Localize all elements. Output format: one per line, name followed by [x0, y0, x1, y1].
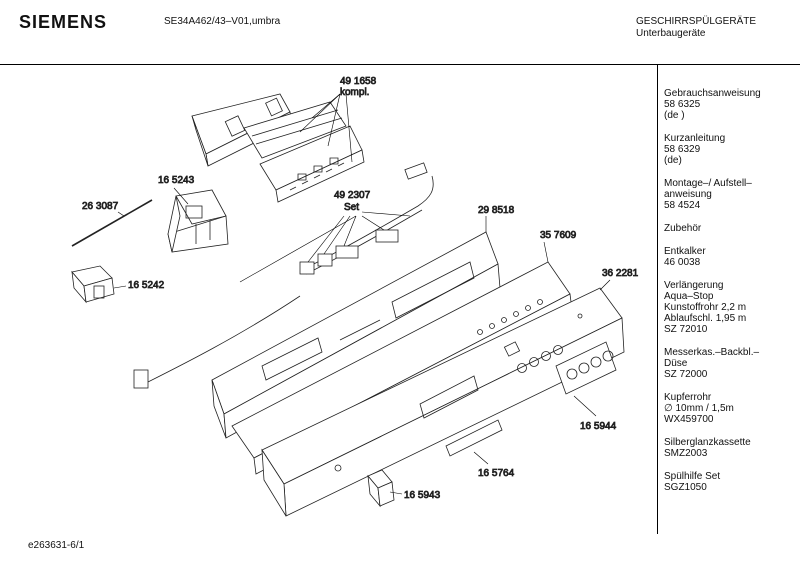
sidebar-divider — [657, 64, 658, 534]
part-label: 26 3087 — [82, 201, 119, 212]
exploded-parts-diagram: 49 1658 kompl. 16 5243 26 3087 16 5242 4… — [71, 76, 639, 517]
part-label: 16 5944 — [580, 421, 617, 432]
sidebar-line: 58 6329 — [664, 144, 701, 155]
sidebar-line: Aqua–Stop — [664, 291, 714, 302]
sidebar-line: Düse — [664, 358, 688, 369]
model-number: SE34A462/43–V01,umbra — [164, 16, 281, 27]
part-label: 35 7609 — [540, 230, 577, 241]
part-label: 49 2307 — [334, 190, 371, 201]
sidebar-line: Kurzanleitung — [664, 133, 726, 144]
part-label: 49 1658 — [340, 76, 377, 87]
part-263087-rod — [71, 199, 153, 247]
document-code: e263631-6/1 — [28, 540, 85, 551]
part-label: 16 5242 — [128, 280, 165, 291]
sidebar-line: (de) — [664, 155, 682, 166]
sidebar-line: Kunstoffrohr 2,2 m — [664, 302, 747, 313]
part-492307-wiring-set — [133, 162, 434, 389]
sidebar-line: 46 0038 — [664, 257, 701, 268]
part-label: 16 5243 — [158, 175, 195, 186]
sidebar-line: Montage–/ Aufstell– — [664, 178, 752, 189]
leader-lines — [113, 93, 611, 495]
sidebar-line: Spülhilfe Set — [664, 471, 721, 482]
sidebar-line: WX459700 — [664, 414, 714, 425]
part-label: 29 8518 — [478, 205, 515, 216]
sidebar-line: 58 6325 — [664, 99, 701, 110]
part-note: kompl. — [340, 87, 369, 98]
part-label: 16 5764 — [478, 468, 515, 479]
sidebar-line: Messerkas.–Backbl.– — [664, 347, 760, 358]
sidebar-line: Gebrauchsanweisung — [664, 88, 761, 99]
sidebar-line: anweisung — [664, 189, 712, 200]
part-label: 16 5943 — [404, 490, 441, 501]
sidebar-line: SZ 72010 — [664, 324, 708, 335]
category-subtitle: Unterbaugeräte — [636, 28, 706, 39]
sidebar-line: ∅ 10mm / 1,5m — [664, 403, 734, 414]
sidebar-line: SMZ2003 — [664, 448, 708, 459]
part-165243-bracket — [167, 189, 229, 253]
part-note: Set — [344, 202, 359, 213]
sidebar-line: Ablaufschl. 1,95 m — [664, 313, 747, 324]
part-165764-strip — [445, 419, 503, 457]
category-title: GESCHIRRSPÜLGERÄTE — [636, 16, 757, 27]
part-label: 36 2281 — [602, 268, 639, 279]
header-divider — [0, 64, 800, 65]
sidebar-line: SGZ1050 — [664, 482, 707, 493]
part-165242-module — [71, 265, 115, 304]
sidebar-line: Kupferrohr — [664, 392, 712, 403]
sidebar-line: Silberglanzkassette — [664, 437, 751, 448]
brand-logo: SIEMENS — [19, 12, 108, 32]
sidebar-line: Verlängerung — [664, 280, 724, 291]
part-165943-switch — [367, 469, 395, 508]
part-491658-control-module — [191, 93, 365, 203]
part-165944-knobs — [555, 341, 617, 395]
sidebar-line: Zubehör — [664, 223, 702, 234]
part-362281-front-fascia — [261, 287, 625, 517]
sidebar-line: Entkalker — [664, 246, 706, 257]
sidebar-line: SZ 72000 — [664, 369, 708, 380]
sidebar-line: (de ) — [664, 110, 685, 121]
sidebar-group: Zubehör — [664, 223, 798, 234]
sidebar-line: 58 4524 — [664, 200, 701, 211]
